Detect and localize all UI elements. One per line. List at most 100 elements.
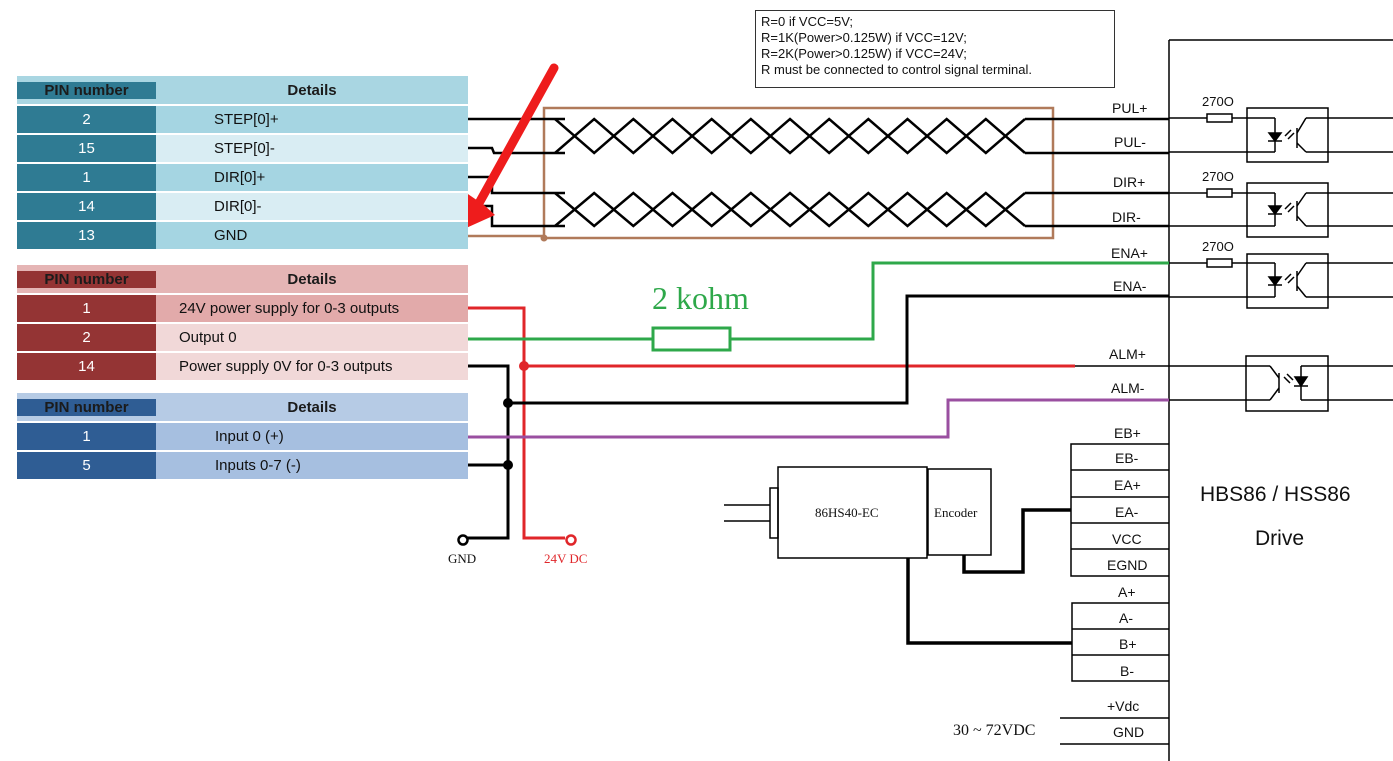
terminal-pul-plus: PUL+ (1112, 100, 1148, 116)
pin-header: PIN number (17, 398, 156, 416)
drive-title: HBS86 / HSS86 (1200, 483, 1351, 506)
pin-cell: 1 (17, 423, 156, 450)
terminal-alm-plus: ALM+ (1109, 346, 1146, 362)
shield-junction (540, 234, 548, 242)
terminal-dir-plus: DIR+ (1113, 174, 1146, 190)
table-header: PIN number Details (17, 265, 468, 295)
24v-terminal (565, 534, 577, 546)
pin-cell: 5 (17, 452, 156, 479)
note-line: R=0 if VCC=5V; (761, 14, 854, 29)
encoder-cable (962, 508, 1071, 574)
optocoupler-dir (1169, 182, 1393, 238)
terminal-b-minus: B- (1120, 663, 1134, 679)
terminal-egnd: EGND (1107, 557, 1148, 573)
terminal-ea-minus: EA- (1115, 504, 1139, 520)
resistor-2kohm (651, 326, 732, 352)
dir-twisted-pair (468, 175, 1169, 228)
resistor-270-label-ena: 270O (1202, 239, 1234, 254)
details-cell: DIR[0]+ (156, 164, 468, 191)
pin-cell: 2 (17, 324, 156, 351)
pin-cell: 13 (17, 222, 156, 249)
motor-model: 86HS40-EC (815, 505, 879, 520)
pin-cell: 15 (17, 135, 156, 162)
red-arrow-annotation (455, 63, 559, 233)
resistor-270-label-dir: 270O (1202, 169, 1234, 184)
red-junction (519, 361, 529, 371)
encoder-terminal-block (1070, 443, 1169, 577)
power-range-label: 30 ~ 72VDC (953, 722, 1036, 739)
details-cell: 24V power supply for 0-3 outputs (156, 295, 468, 322)
terminal-dir-minus: DIR- (1112, 209, 1141, 225)
details-cell: Output 0 (156, 324, 468, 351)
pin-cell: 2 (17, 106, 156, 133)
terminal-a-minus: A- (1119, 610, 1133, 626)
terminal-b-plus: B+ (1119, 636, 1137, 652)
terminal-eb-plus: EB+ (1114, 425, 1141, 441)
table-header: PIN number Details (17, 393, 468, 423)
power-terminal-lines (1060, 717, 1169, 745)
pin-cell: 1 (17, 295, 156, 322)
details-header: Details (287, 270, 337, 288)
details-cell: DIR[0]- (156, 193, 468, 220)
note-line: R=2K(Power>0.125W) if VCC=24V; (761, 46, 967, 61)
terminal-a-plus: A+ (1118, 584, 1136, 600)
drive-subtitle: Drive (1255, 527, 1305, 550)
optocoupler-alm (1169, 355, 1393, 412)
terminal-gnd: GND (1113, 724, 1145, 740)
pin-header: PIN number (17, 81, 156, 99)
black-junction-2 (503, 460, 513, 470)
details-cell: Input 0 (+) (156, 423, 468, 450)
step-twisted-pair (468, 117, 1169, 155)
cable-shield (542, 106, 1055, 240)
resistor-270-label-pul: 270O (1202, 94, 1234, 109)
terminal-eb-minus: EB- (1115, 450, 1139, 466)
black-junction-1 (503, 398, 513, 408)
terminal-ena-minus: ENA- (1113, 278, 1147, 294)
wire-input0-purple (468, 398, 1169, 439)
terminal-alm-minus: ALM- (1111, 380, 1145, 396)
wire-ena-minus-black (508, 294, 1169, 405)
stepper-motor (724, 466, 992, 559)
details-header: Details (287, 81, 337, 99)
optocoupler-ena (1169, 253, 1393, 309)
pin-header: PIN number (17, 270, 156, 288)
resistor-note: R=0 if VCC=5V; R=1K(Power>0.125W) if VCC… (755, 10, 1115, 88)
details-cell: Power supply 0V for 0-3 outputs (156, 353, 468, 380)
details-cell: STEP[0]+ (156, 106, 468, 133)
resistor-label: 2 kohm (652, 280, 749, 316)
table-header: PIN number Details (17, 76, 468, 106)
details-header: Details (287, 398, 337, 416)
terminal-pul-minus: PUL- (1114, 134, 1146, 150)
pin-cell: 14 (17, 193, 156, 220)
wire-24v-red (468, 306, 565, 540)
details-cell: Inputs 0-7 (-) (156, 452, 468, 479)
encoder-label: Encoder (934, 505, 978, 520)
gnd-terminal (457, 534, 469, 546)
note-line: R=1K(Power>0.125W) if VCC=12V; (761, 30, 967, 45)
pin-cell: 1 (17, 164, 156, 191)
optocoupler-pul (1169, 107, 1393, 163)
wire-0v-black (465, 364, 510, 540)
wire-ena-plus-green (730, 261, 1169, 341)
terminal-ea-plus: EA+ (1114, 477, 1141, 493)
terminal-ena-plus: ENA+ (1111, 245, 1148, 261)
pin-cell: 14 (17, 353, 156, 380)
terminal-vcc: VCC (1112, 531, 1142, 547)
details-cell: STEP[0]- (156, 135, 468, 162)
note-line: R must be connected to control signal te… (761, 62, 1032, 77)
terminal-vdc-plus: +Vdc (1107, 698, 1140, 714)
24v-dc-label: 24V DC (544, 551, 588, 566)
